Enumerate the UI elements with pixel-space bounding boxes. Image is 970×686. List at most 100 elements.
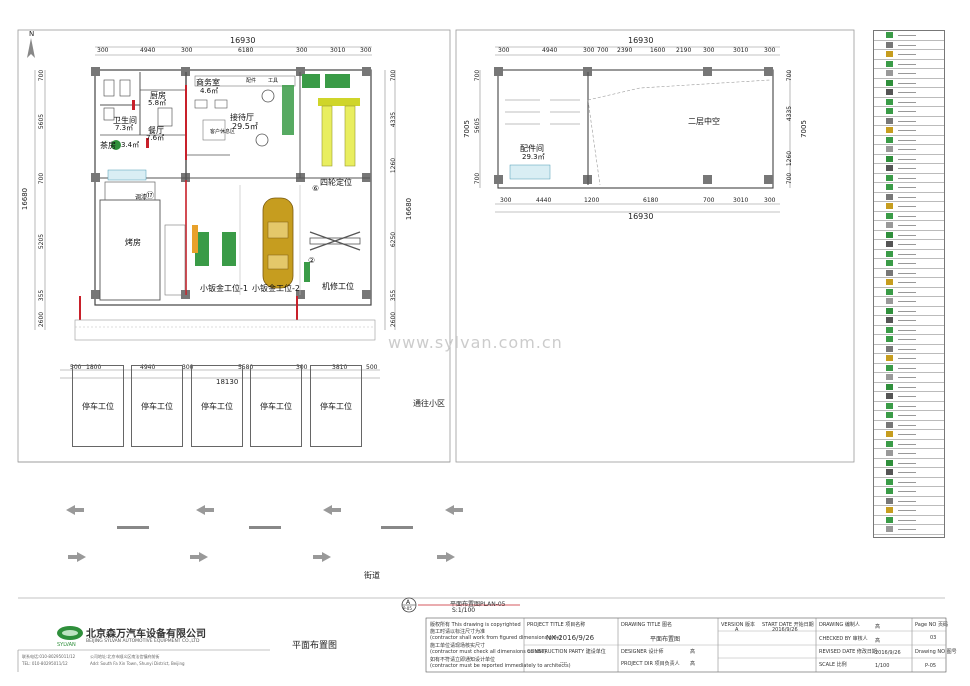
room-dining: 餐厅 [148,126,164,135]
legend-line [898,272,916,274]
plan1-dim-bottom-total: 18130 [216,378,239,386]
plan2-dim-top-8: 300 [703,47,715,54]
left-arrow-icon [445,505,454,515]
legend-symbol-icon [886,288,893,295]
legend-symbol-icon [886,136,893,143]
legend-symbol-icon [886,174,893,181]
legend-line [898,168,916,169]
plan1-dim-bottom-8: 500 [366,364,378,371]
legend-row [874,373,944,383]
legend-row [874,440,944,449]
legend-symbol-icon [886,51,893,57]
legend-symbol-icon [886,402,893,409]
legend-line [898,177,916,179]
legend-line [898,358,916,359]
left-arrow-icon [196,505,205,515]
legend-row [874,174,944,183]
note-5: (contractor must check all dimensions on… [430,649,547,655]
plan1-dim-top-3: 300 [181,47,193,54]
plan1-dim-top-2: 4940 [140,47,156,54]
arrow-tail [75,508,84,512]
legend-line [898,386,916,388]
right-arrow-icon [77,552,86,562]
room-four-wheel: 四轮定位 [320,178,352,187]
legend-row [874,383,944,392]
legend-symbol-icon [886,184,893,190]
legend-symbol-icon [886,440,893,447]
legend-line [898,481,916,483]
legend-line [898,120,916,122]
room-tag-1: 配件 [246,78,257,84]
legend-line [898,149,916,150]
room-parts-area: 29.3㎡ [522,153,545,161]
legend-row [874,335,944,345]
room-sheet-1: 小钣金工位-1 [200,284,248,293]
legend-row [874,525,944,535]
legend-line [898,225,916,226]
legend-row [874,250,944,259]
checked-label: CHECKED BY 审核人 [819,636,868,642]
legend-symbol-icon [886,459,893,466]
drawing-no-value: P-05 [925,663,937,669]
legend-line [898,63,916,65]
legend-line [898,54,916,55]
legend-symbol-icon [886,393,893,399]
legend-line [898,139,916,141]
legend-line [898,424,916,426]
legend-line [898,158,916,160]
legend-symbol-icon [886,231,893,238]
version-label: VERSION 版本 [721,622,755,628]
watermark: www.sylvan.com.cn [388,333,563,352]
note-4: 施工单位请现场核实尺寸 [430,643,486,649]
plan1-dim-total-top: 16930 [230,36,256,45]
arrow-tail [332,508,341,512]
legend-line [898,377,916,378]
legend-symbol-icon [886,41,893,48]
legend-line [898,434,916,435]
legend-line [898,301,916,302]
legend-symbol-icon [886,260,893,266]
drawing-title: 平面布置图 [292,641,338,651]
legend-row [874,269,944,278]
parking-space-label: 停车工位 [260,401,292,411]
drawing-label: DRAWING 编制人 [819,622,860,628]
plan2-dim-top-4: 700 [597,47,609,54]
logo-contact-4: Add: South Fa Xin Town, Shunyi District,… [90,661,185,666]
room-wc-area: 7.3㎡ [115,124,134,132]
legend-line [898,510,916,511]
legend-row [874,478,944,487]
note-3: (contractor shall work from figured dime… [430,635,562,641]
parking-space-2: 停车工位 [131,365,183,447]
legend-symbol-icon [886,60,893,67]
plan1-dim-bottom-4: 300 [182,364,194,371]
legend-symbol-icon [886,70,893,76]
legend-line [898,415,916,416]
parking-space-label: 停车工位 [82,401,114,411]
plan1-dim-top-6: 3010 [330,47,346,54]
plan2-dim-top-7: 2190 [676,47,692,54]
legend-symbol-icon [886,193,893,200]
legend-row [874,41,944,50]
room-tea-area: 3.4㎡ [121,141,140,149]
legend-row [874,155,944,164]
legend-row [874,145,944,155]
legend-line [898,462,916,464]
note-6: 如有不符请立即通知设计单位 [430,657,496,663]
plan2-dim-bottom-4: 6180 [643,197,659,204]
legend-line [898,130,916,131]
drawing-value: 高 [875,624,881,630]
project-title-label: PROJECT TITLE 项目名称 [527,622,586,628]
legend-row [874,88,944,98]
drawing-title-label: DRAWING TITLE 图名 [621,622,673,628]
legend-row [874,136,944,145]
legend-line [898,310,916,312]
legend-symbol-icon [886,450,893,456]
legend-symbol-icon [886,279,893,285]
legend-row [874,212,944,221]
legend-symbol-icon [886,383,893,390]
lane-marking [381,526,413,529]
room-mix-num: ⑰ [146,191,154,200]
logo-brand: SYLVAN [57,642,76,648]
legend-row [874,421,944,430]
legend-row [874,164,944,174]
